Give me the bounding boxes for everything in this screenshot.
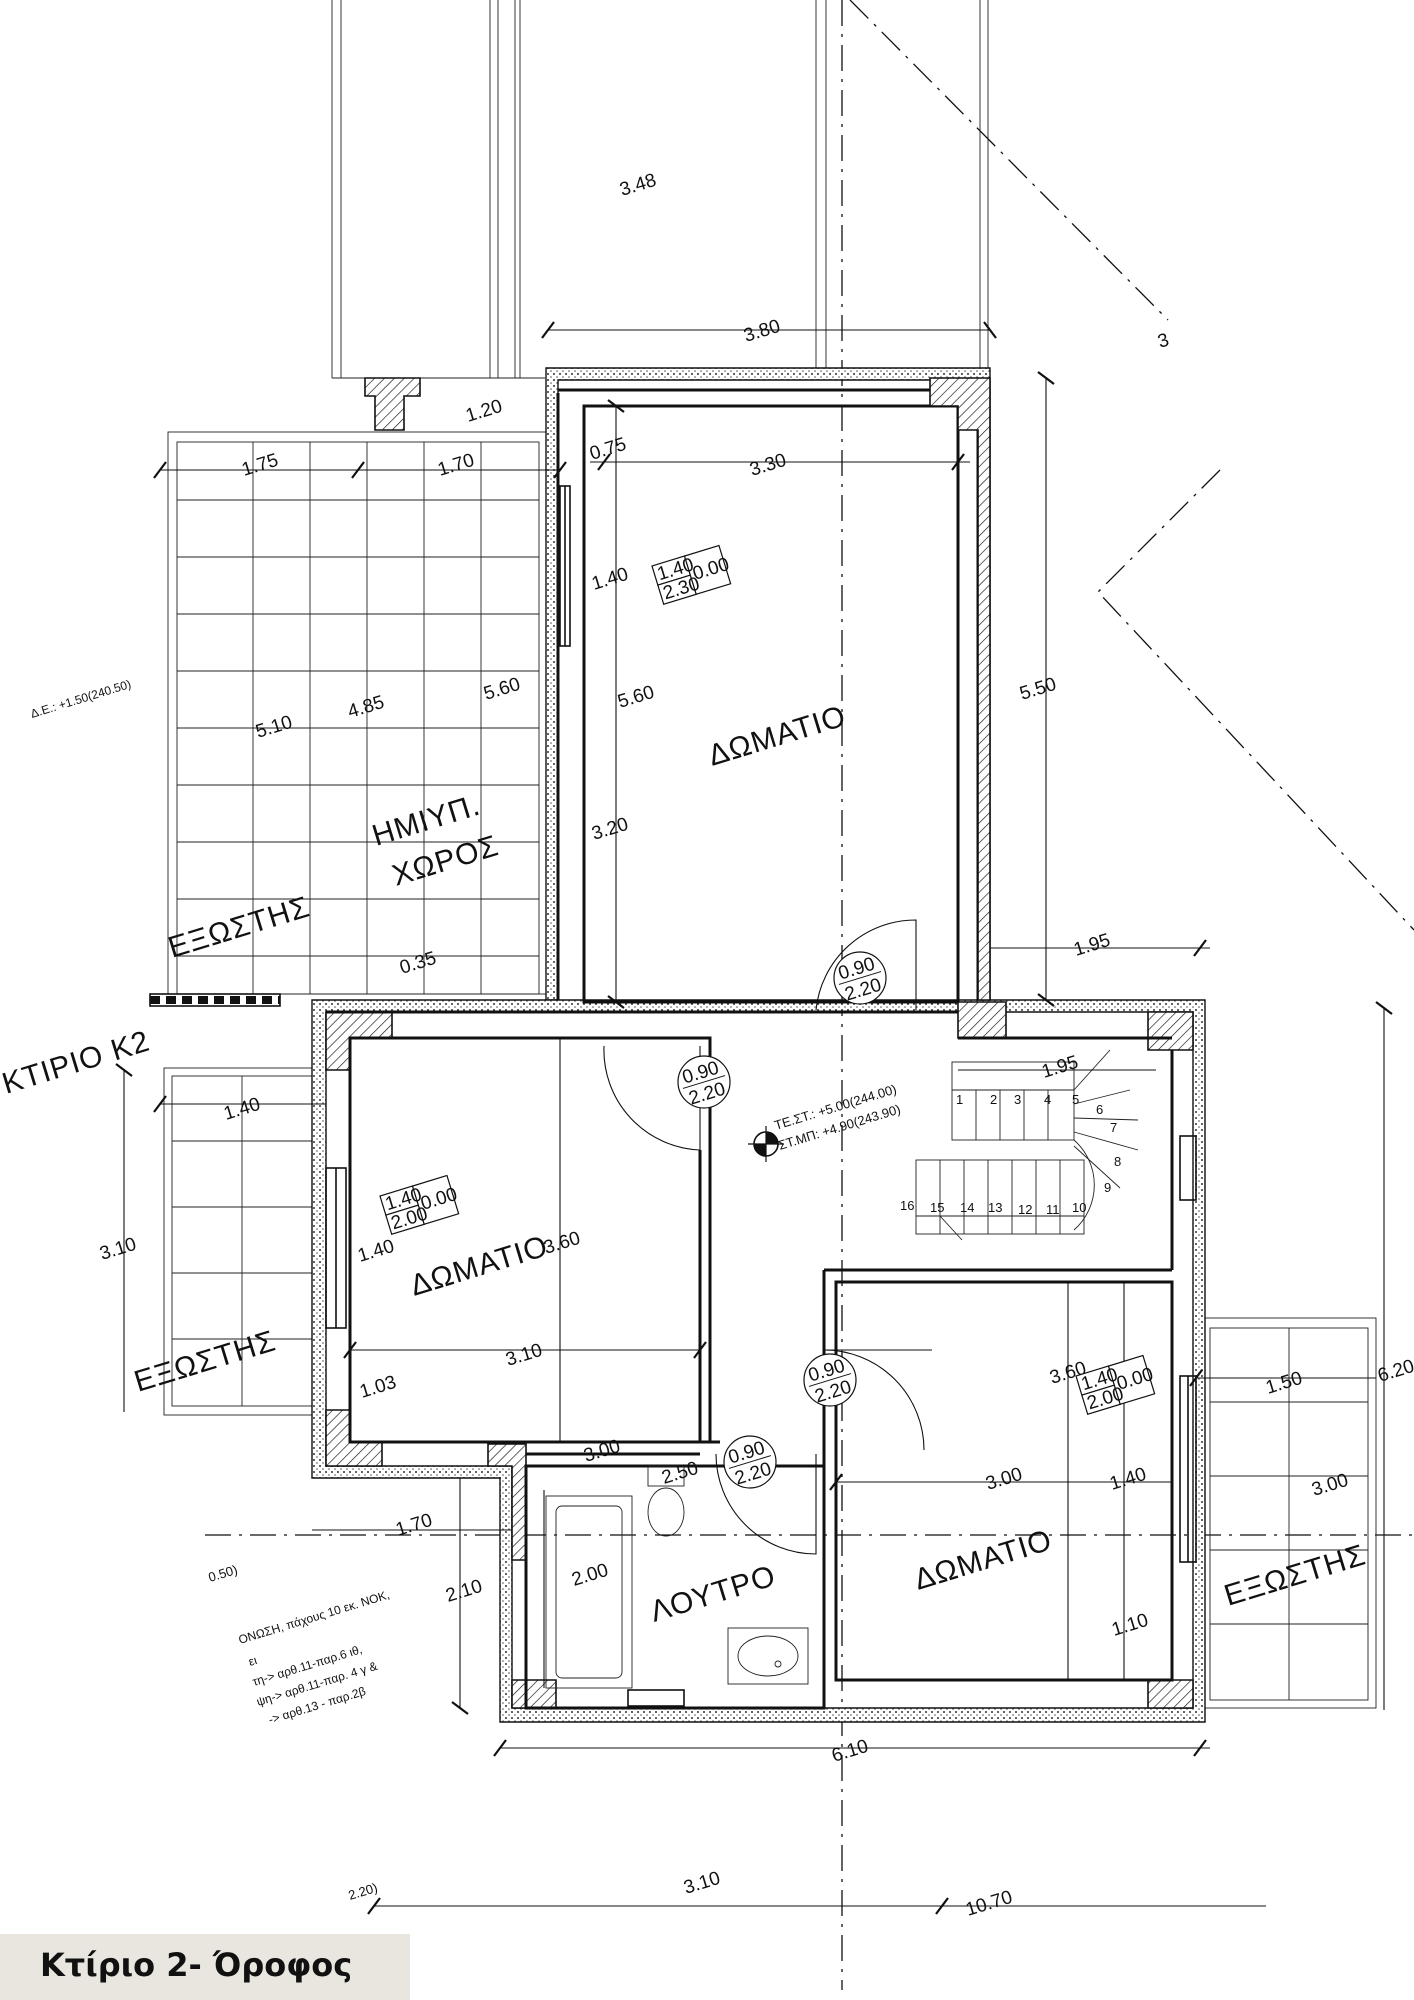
stair-step-15: 15 [930, 1200, 944, 1215]
dim-6-10: 6.10 [829, 1736, 871, 1767]
caption-title: Κτίριο 2- Όροφος [40, 1946, 353, 1984]
stair-step-7: 7 [1110, 1120, 1117, 1135]
dim-1-40-right: 1.40 [1107, 1464, 1149, 1495]
dim-3-10-room: 3.10 [503, 1340, 545, 1371]
dim-5-60-balcony: 5.60 [481, 674, 523, 705]
dim-3-60-left: 3.60 [541, 1228, 583, 1259]
dim-5-50: 5.50 [1017, 674, 1059, 705]
stair-step-6: 6 [1096, 1102, 1103, 1117]
dim-5-60-room: 5.60 [615, 682, 657, 713]
stair-numbers: 1 2 3 4 5 6 7 8 9 10 11 12 13 14 15 16 [900, 1092, 1121, 1217]
dim-3: 3 [1155, 330, 1171, 353]
dim-0-35: 0.35 [397, 948, 439, 979]
dim-3-80: 3.80 [741, 316, 783, 347]
dim-3-00-right: 3.00 [983, 1464, 1025, 1495]
boundary-lines [205, 0, 1414, 1990]
dim-4-85: 4.85 [345, 692, 387, 723]
level-marker [748, 1126, 784, 1162]
note-2-20: 2.20) [346, 1880, 379, 1903]
window-tag-2: 1.40 2.00 0.00 [379, 1174, 460, 1236]
balcony-label-top: ΕΞΩΣΤΗΣ [164, 890, 313, 964]
stair-step-11: 11 [1046, 1202, 1060, 1217]
dim-3-10-bottom: 3.10 [681, 1868, 723, 1899]
balcony-top-grid [149, 431, 549, 1007]
stair-step-2: 2 [990, 1092, 997, 1107]
door-tag-2: 0.90 2.20 [677, 1055, 731, 1110]
dim-5-10: 5.10 [253, 712, 295, 743]
dim-1-70-bottom: 1.70 [393, 1510, 435, 1541]
stair-step-16: 16 [900, 1198, 914, 1213]
dim-2-50: 2.50 [659, 1458, 701, 1489]
dim-2-10: 2.10 [443, 1576, 485, 1607]
dim-1-95-stair: 1.95 [1039, 1052, 1081, 1083]
door-swings [603, 919, 932, 1555]
note-0-50: 0.50) [206, 1562, 239, 1585]
dim-1-03: 1.03 [357, 1372, 399, 1403]
stair-step-10: 10 [1072, 1200, 1086, 1215]
stair-step-9: 9 [1104, 1180, 1111, 1195]
dim-3-30: 3.30 [747, 450, 789, 481]
level-terrace: Δ.Ε.: +1.50(240.50) [29, 677, 133, 721]
exterior-walls [311, 367, 1206, 1723]
dim-1-20: 1.20 [463, 396, 505, 427]
dim-3-48: 3.48 [617, 170, 659, 201]
balcony-label-left: ΕΞΩΣΤΗΣ [130, 1324, 279, 1398]
dim-1-70-top: 1.70 [435, 450, 477, 481]
dim-1-50: 1.50 [1263, 1368, 1305, 1399]
window-tag-3: 1.40 2.00 0.00 [1075, 1354, 1156, 1416]
dim-1-75: 1.75 [239, 450, 281, 481]
door-tag-1: 0.90 2.20 [833, 951, 887, 1006]
stair-step-4: 4 [1044, 1092, 1051, 1107]
caption-banner: Κτίριο 2- Όροφος [0, 1934, 410, 2000]
dim-1-95-top: 1.95 [1071, 930, 1113, 961]
stair-step-8: 8 [1114, 1154, 1121, 1169]
dim-3-10-left: 3.10 [97, 1234, 139, 1265]
dim-1-40-top: 1.40 [589, 564, 631, 595]
dim-2-00: 2.00 [569, 1560, 611, 1591]
stair-step-13: 13 [988, 1200, 1002, 1215]
stair-step-5: 5 [1072, 1092, 1079, 1107]
stair-step-14: 14 [960, 1200, 974, 1215]
windows [325, 485, 1197, 1707]
window-tag-1: 1.40 2.30 0.00 [651, 544, 732, 606]
stair-step-1: 1 [956, 1092, 963, 1107]
room-label-top: ΔΩΜΑΤΙΟ [704, 700, 850, 773]
dim-1-40-left-balcony: 1.40 [221, 1094, 263, 1125]
dim-3-20: 3.20 [589, 814, 631, 845]
dim-1-40-left-window: 1.40 [355, 1236, 397, 1267]
door-tag-3: 0.90 2.20 [803, 1353, 857, 1408]
building-label: ΚΤΙΡΙΟ Κ2 [0, 1025, 154, 1101]
door-tag-4: 0.90 2.20 [723, 1435, 777, 1490]
room-label-bathroom: ΛΟΥΤΡΟ [646, 1559, 779, 1628]
note-line-1: ΟΝΩΣΗ, πάχους 10 εκ. ΝΟΚ, [237, 1588, 391, 1647]
stair-step-12: 12 [1018, 1202, 1032, 1217]
room-label-left: ΔΩΜΑΤΙΟ [406, 1230, 552, 1303]
stair-step-3: 3 [1014, 1092, 1021, 1107]
dim-6-20: 6.20 [1375, 1356, 1414, 1387]
dim-3-00-right-balcony: 3.00 [1309, 1470, 1351, 1501]
dim-0-75: 0.75 [587, 434, 629, 465]
note-line-2: ει [247, 1653, 259, 1669]
dim-1-10: 1.10 [1109, 1610, 1151, 1641]
bathroom-fixtures [545, 1465, 809, 1689]
interior-walls [325, 377, 1194, 1710]
dim-10-70: 10.70 [963, 1887, 1015, 1921]
dimension-lines [115, 321, 1393, 1915]
dimension-labels: 3.48 3.80 3 1.20 1.75 1.70 0.75 3.30 1.4… [97, 170, 1414, 1921]
pergola-lines [331, 0, 989, 380]
